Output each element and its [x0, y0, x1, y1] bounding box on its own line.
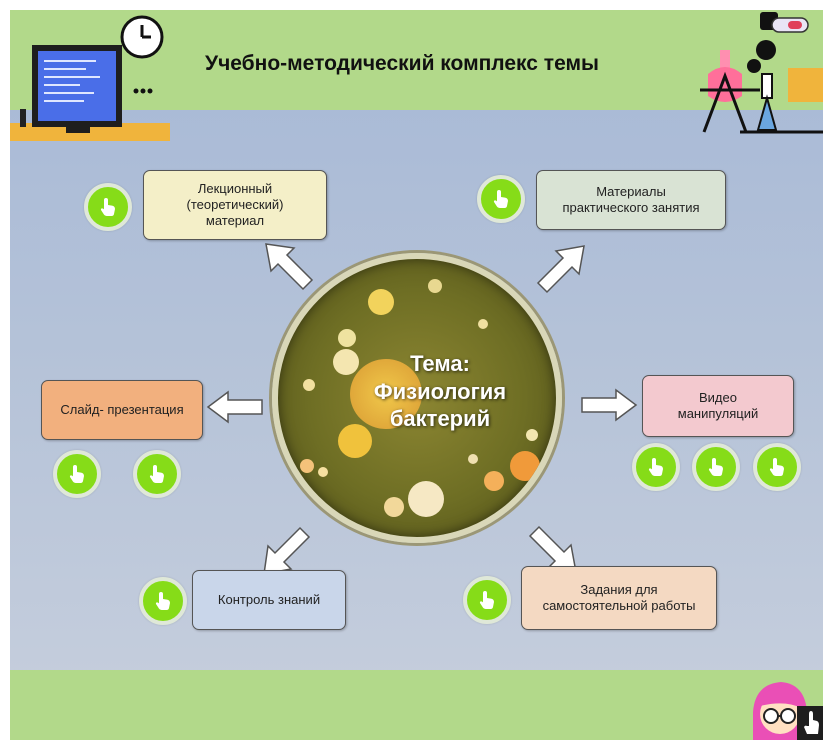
- arrow-up-left-icon: [265, 243, 314, 291]
- hand-pointer-icon: [708, 458, 723, 476]
- arrow-right-icon: [581, 388, 638, 422]
- computer-clock-icon: [10, 15, 170, 141]
- tasks-open-button[interactable]: [463, 576, 511, 624]
- hand-pointer-icon: [100, 198, 115, 216]
- slide-presentation-box[interactable]: Слайд- презентация: [41, 380, 203, 440]
- video-open-button-1[interactable]: [632, 443, 680, 491]
- hand-pointer-icon: [149, 465, 164, 483]
- hand-pointer-icon: [493, 190, 508, 208]
- practice-materials-box[interactable]: Материалы практического занятия: [536, 170, 726, 230]
- video-open-button-3[interactable]: [753, 443, 801, 491]
- slides-open-button-1[interactable]: [53, 450, 101, 498]
- teacher-avatar-icon: [753, 682, 823, 740]
- lecture-material-box[interactable]: Лекционный (теоретический) материал: [143, 170, 327, 240]
- slides-open-button-2[interactable]: [133, 450, 181, 498]
- independent-tasks-box[interactable]: Задания для самостоятельной работы: [521, 566, 717, 630]
- arrow-up-right-icon: [536, 245, 585, 294]
- hand-pointer-icon: [155, 592, 170, 610]
- slide: Учебно-методический комплекс темы: [10, 10, 823, 740]
- hand-pointer-icon: [479, 591, 494, 609]
- topic-title: Тема: Физиология бактерий: [373, 351, 507, 431]
- hand-pointer-icon: [69, 465, 84, 483]
- control-open-button[interactable]: [139, 577, 187, 625]
- knowledge-control-box[interactable]: Контроль знаний: [192, 570, 346, 630]
- page-title: Учебно-методический комплекс темы: [205, 52, 599, 75]
- lecture-open-button[interactable]: [84, 183, 132, 231]
- lab-flask-icon: [700, 12, 823, 134]
- arrow-down-left-icon: [263, 526, 311, 575]
- video-open-button-2[interactable]: [692, 443, 740, 491]
- hand-pointer-icon: [769, 458, 784, 476]
- petri-dish-image: [272, 253, 562, 543]
- arrow-left-icon: [206, 390, 263, 424]
- hand-pointer-icon: [648, 458, 663, 476]
- practice-open-button[interactable]: [477, 175, 525, 223]
- video-manipulations-box[interactable]: Видео манипуляций: [642, 375, 794, 437]
- footer-bar: [10, 670, 823, 740]
